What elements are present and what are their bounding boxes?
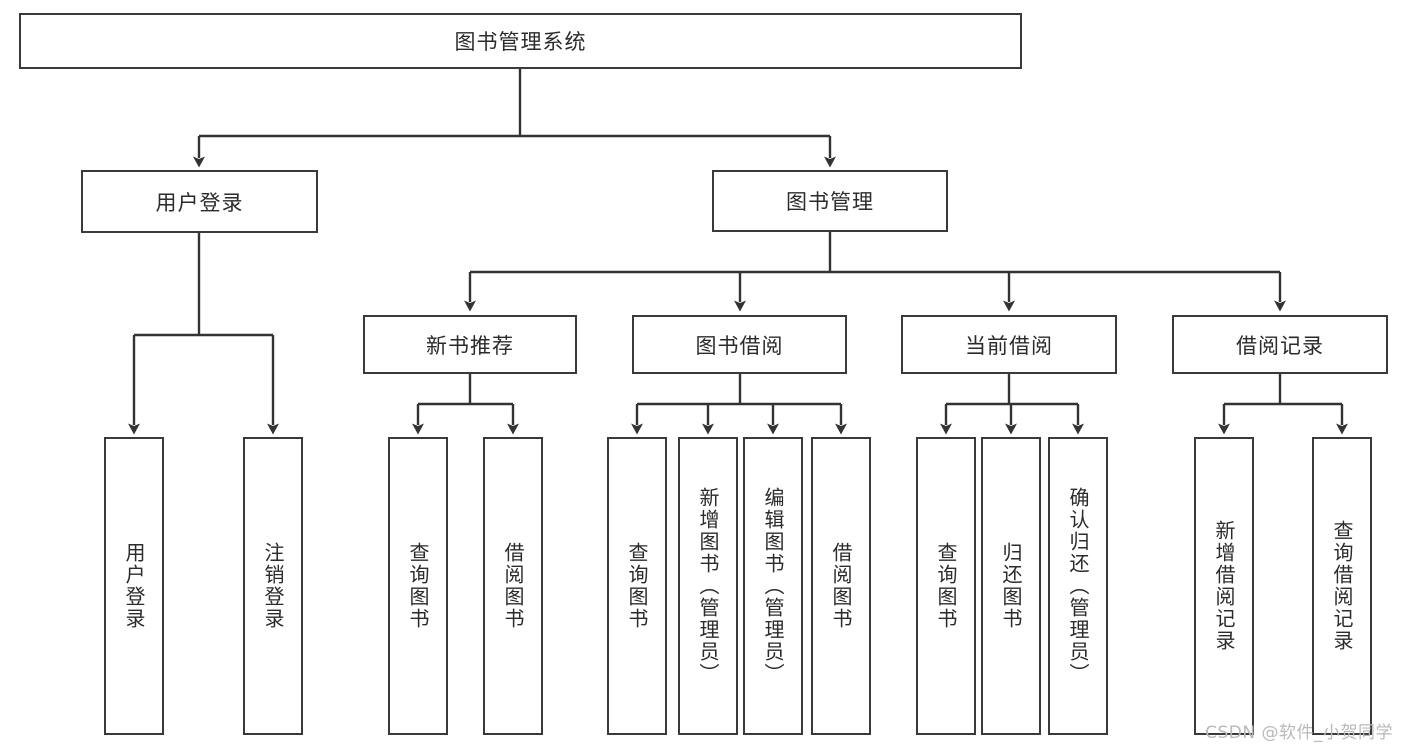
node-label: 图书管理系统 (454, 30, 587, 54)
node-new-book-recommend[interactable]: 新书推荐 (363, 315, 577, 374)
leaf-current-borrow-query-book[interactable]: 查询图书 (916, 437, 976, 735)
node-label: 查询图书 (406, 542, 430, 630)
node-label: 图书借阅 (695, 333, 784, 358)
leaf-user-login-login[interactable]: 用户登录 (104, 437, 164, 735)
node-label: 用户登录 (122, 542, 146, 630)
csdn-watermark: CSDN @软件_小贺同学 (1205, 723, 1393, 743)
node-user-login[interactable]: 用户登录 (81, 170, 318, 233)
leaf-book-borrow-add-book[interactable]: 新增图书（管理员） (678, 437, 738, 735)
node-label: 注销登录 (261, 542, 285, 630)
leaf-current-borrow-confirm-return[interactable]: 确认归还（管理员） (1048, 437, 1108, 735)
leaf-book-borrow-borrow-book[interactable]: 借阅图书 (811, 437, 871, 735)
node-book-management[interactable]: 图书管理 (712, 170, 948, 232)
node-label: 查询借阅记录 (1330, 520, 1354, 652)
node-book-borrow[interactable]: 图书借阅 (632, 315, 847, 374)
node-root-book-management-system[interactable]: 图书管理系统 (19, 13, 1022, 69)
node-label: 编辑图书（管理员） (761, 487, 785, 685)
leaf-user-login-logout[interactable]: 注销登录 (243, 437, 303, 735)
node-label: 新书推荐 (426, 333, 514, 358)
node-label: 归还图书 (999, 542, 1023, 630)
node-label: 新增图书（管理员） (696, 487, 720, 685)
node-label: 新增借阅记录 (1212, 520, 1236, 652)
node-current-borrow[interactable]: 当前借阅 (901, 315, 1117, 374)
node-borrow-record[interactable]: 借阅记录 (1172, 315, 1388, 374)
leaf-new-book-query-book[interactable]: 查询图书 (388, 437, 448, 735)
leaf-book-borrow-query-book[interactable]: 查询图书 (607, 437, 667, 735)
node-label: 查询图书 (625, 542, 649, 630)
node-label: 图书管理 (786, 190, 874, 214)
node-label: 借阅记录 (1236, 333, 1324, 358)
node-label: 借阅图书 (829, 542, 853, 630)
leaf-book-borrow-edit-book[interactable]: 编辑图书（管理员） (743, 437, 803, 735)
leaf-current-borrow-return-book[interactable]: 归还图书 (981, 437, 1041, 735)
leaf-new-book-borrow-book[interactable]: 借阅图书 (483, 437, 543, 735)
node-label: 确认归还（管理员） (1066, 487, 1090, 685)
node-label: 借阅图书 (501, 542, 525, 630)
leaf-borrow-record-query-record[interactable]: 查询借阅记录 (1312, 437, 1372, 735)
node-label: 当前借阅 (965, 333, 1053, 358)
leaf-borrow-record-add-record[interactable]: 新增借阅记录 (1194, 437, 1254, 735)
node-label: 用户登录 (155, 190, 244, 215)
node-label: 查询图书 (934, 542, 958, 630)
